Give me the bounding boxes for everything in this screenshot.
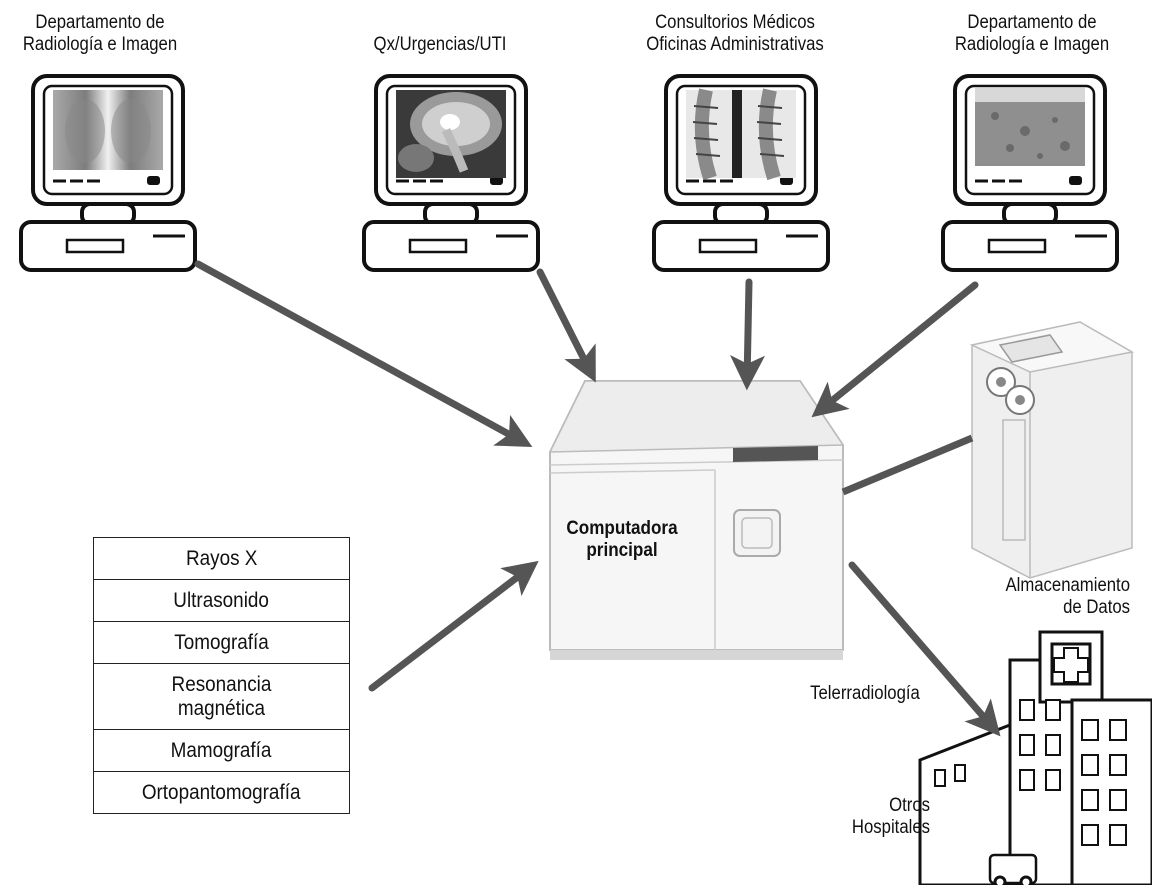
spine-mri-image [686,88,796,181]
brain-mri-image [396,90,506,178]
workstation-2-label: Qx/Urgencias/UTI [373,34,507,55]
tape-storage-icon [969,321,1135,579]
modality-row: Mamografía [94,730,349,772]
central-computer-label: Computadora principal [566,518,678,561]
workstation-3-label: Consultorios Médicos Oficinas Administra… [646,12,824,55]
chest-xray-image [53,90,163,170]
ultrasound-image [975,88,1085,166]
mainframe-icon [548,380,845,660]
storage-label: Almacenamiento de Datos [1005,575,1130,618]
workstation-1-label: Departamento de Radiología e Imagen [22,12,178,55]
other-hospitals-label: Otros Hospitales [851,795,930,838]
modality-row: Resonancia magnética [94,664,349,730]
modalities-table: Rayos X Ultrasonido Tomografía Resonanci… [93,537,350,814]
workstation-radiology-2 [941,74,1119,272]
workstation-consult-offices [652,74,830,272]
workstation-4-label: Departamento de Radiología e Imagen [954,12,1110,55]
teleradiology-label: Telerradiología [810,683,920,704]
hospital-icon [918,630,1152,885]
workstation-emergency [362,74,540,272]
modality-row: Ultrasonido [94,580,349,622]
workstation-radiology-1 [19,74,197,272]
modality-row: Rayos X [94,538,349,580]
connection-arrows [194,260,1001,737]
modality-row: Ortopantomografía [142,781,301,804]
modality-row: Tomografía [94,622,349,664]
